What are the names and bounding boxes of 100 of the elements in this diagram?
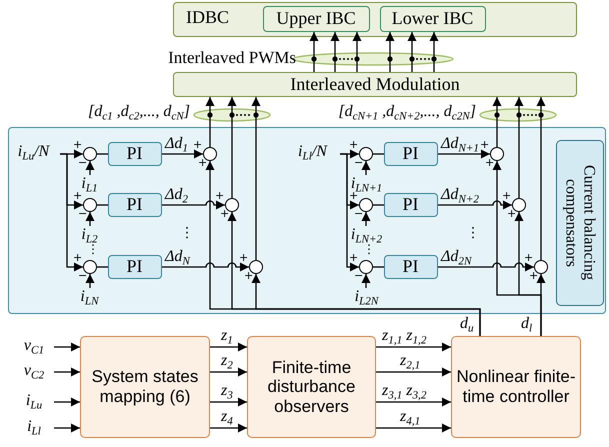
sign-label: +: [529, 270, 538, 281]
summing-junction: [358, 260, 372, 274]
signal-label: v$_{C1}$: [14, 337, 54, 357]
arrow: [162, 262, 249, 272]
pi-controller-box: [108, 254, 162, 278]
bundle-label: Interleaved PWMs: [168, 49, 296, 66]
arrow: [162, 149, 203, 159]
arrow: [376, 397, 451, 407]
summing-junction: [82, 198, 96, 212]
sign-label: +: [215, 190, 224, 201]
arrow: [85, 212, 95, 226]
arrow: [162, 200, 225, 210]
arrow: [210, 397, 247, 407]
edge-label: z$_{3,1}$ z$_{3,2}$: [382, 383, 426, 399]
pi-controller-box: [384, 254, 438, 278]
arrow: [205, 97, 215, 147]
arrow: [376, 423, 451, 433]
process-box: [80, 336, 210, 438]
edge-label: Δd$_{N+1}$: [441, 136, 479, 152]
summing-junction: [248, 260, 262, 274]
arrow: [536, 274, 546, 336]
block-label: System states mapping (6): [90, 367, 200, 407]
arrow: [227, 97, 237, 198]
compensator-box: [556, 140, 604, 306]
signal-label: i$_{L2}$: [72, 226, 108, 244]
edge-label: z$_{1}$: [221, 328, 233, 344]
signal-label: i$_{LN+2}$: [344, 226, 388, 244]
sign-label: −: [78, 157, 88, 168]
sign-label: +: [502, 190, 512, 201]
arrow: [54, 367, 80, 377]
sign-label: +: [220, 208, 230, 219]
converter-box: [380, 6, 486, 32]
sign-label: +: [349, 252, 358, 263]
sign-label: +: [193, 139, 202, 150]
arrow: [438, 149, 490, 159]
signal-vector-label: [d$_{c1}$ ,d$_{c2}$,..., d$_{cN}$]: [88, 104, 190, 120]
process-box: [451, 336, 581, 438]
edge-label: Δd$_{1}$: [165, 136, 188, 152]
signal-label: i$_{LN}$: [72, 288, 108, 306]
edge-label: z$_{1,1}$ z$_{1,2}$: [382, 328, 426, 344]
edge-label: z$_{2,1}$: [400, 353, 420, 369]
sign-label: +: [73, 190, 82, 201]
block-label: Lower IBC: [392, 8, 474, 29]
signal-label: i$_{Lu}$: [14, 392, 54, 412]
edge-label: z$_{2}$: [221, 353, 233, 369]
arrow: [514, 97, 524, 198]
edge-label: z$_{4}$: [221, 409, 233, 425]
summing-junction: [358, 198, 372, 212]
sign-label: −: [354, 157, 364, 168]
connector-line: [97, 153, 108, 155]
edge-label: d$_{u}$: [460, 316, 474, 332]
sign-label: −: [78, 270, 88, 281]
arrow: [85, 274, 95, 288]
edge-label: Δd$_{2}$: [165, 187, 188, 203]
arrow: [309, 32, 319, 72]
arrow: [361, 274, 371, 288]
summing-junction: [224, 198, 238, 212]
converter-box: [262, 6, 370, 32]
block-label: Interleaved Modulation: [290, 74, 460, 95]
block-label: Upper IBC: [276, 8, 356, 29]
arrow: [352, 32, 362, 72]
arrow: [54, 423, 80, 433]
pi-controller-box: [108, 142, 162, 166]
arrow: [536, 97, 546, 260]
sign-label: +: [198, 157, 208, 168]
block-label: PI: [402, 143, 418, 164]
connector-line: [97, 266, 108, 268]
sign-label: −: [354, 270, 364, 281]
arrow: [376, 367, 451, 377]
sign-label: +: [349, 190, 358, 201]
block-label: PI: [402, 194, 418, 215]
signal-label: v$_{C2}$: [14, 362, 54, 382]
pi-controller-box: [384, 192, 438, 216]
block-box: [173, 2, 577, 37]
summing-junction: [202, 146, 216, 160]
process-box: [247, 336, 376, 438]
arrow: [210, 342, 247, 352]
arrow: [251, 97, 261, 260]
connector-line: [373, 153, 384, 155]
arrow: [54, 342, 80, 352]
continuation-dots: ⋮: [363, 243, 375, 255]
compensator-panel: [8, 127, 606, 314]
summing-junction: [82, 146, 96, 160]
block-box: [173, 72, 577, 97]
arrow: [361, 212, 371, 226]
arrow: [376, 342, 451, 352]
signal-vector-label: [d$_{cN+1}$ ,d$_{cN+2}$,..., d$_{c2N}$]: [338, 104, 476, 120]
sign-label: +: [485, 157, 494, 168]
arrow: [210, 423, 247, 433]
continuation-dots: ⋮: [87, 243, 99, 255]
arrow: [330, 32, 340, 72]
summing-junction: [358, 146, 372, 160]
block-label: IDBC: [186, 7, 230, 28]
block-label: Finite-time disturbance observers: [266, 358, 356, 416]
connector-line: [373, 266, 384, 268]
sign-label: −: [78, 208, 88, 219]
block-label: PI: [126, 143, 142, 164]
sign-label: +: [239, 252, 248, 263]
edge-label: z$_{4,1}$: [400, 409, 420, 425]
sign-label: +: [349, 139, 358, 150]
